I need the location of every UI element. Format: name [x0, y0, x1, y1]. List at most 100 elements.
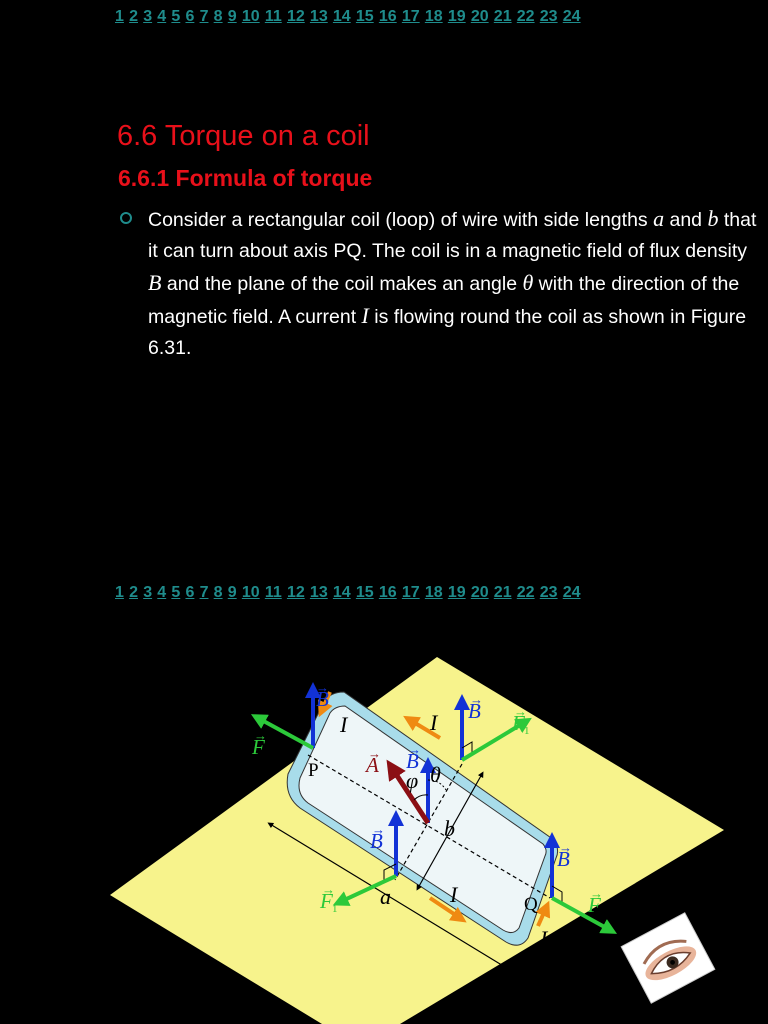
page-link-12[interactable]: 12: [286, 8, 305, 25]
page-link-19[interactable]: 19: [447, 584, 466, 601]
symbol-I: I: [361, 303, 369, 328]
page-link-11[interactable]: 11: [264, 8, 282, 25]
page-link-10[interactable]: 10: [241, 584, 260, 601]
label-B-4: B: [370, 829, 383, 853]
page-link-7[interactable]: 7: [199, 8, 209, 25]
label-F-right-arrow: →: [590, 886, 603, 901]
current-arrow-1: [317, 691, 333, 718]
angle-arc-theta: [427, 779, 447, 791]
label-I-1: I: [339, 712, 349, 737]
current-arrow-3: [428, 896, 467, 923]
page-link-22[interactable]: 22: [516, 8, 535, 25]
label-a: a: [380, 884, 391, 909]
right-angle-3: [551, 885, 563, 902]
symbol-b: b: [707, 206, 719, 231]
symbol-theta: θ: [522, 270, 534, 295]
label-phi: φ: [406, 768, 418, 793]
label-A-arrow: →: [368, 746, 381, 761]
page-link-3[interactable]: 3: [143, 8, 153, 25]
page-link-14[interactable]: 14: [332, 8, 351, 25]
page-link-2[interactable]: 2: [129, 8, 138, 25]
page-link-13[interactable]: 13: [309, 584, 328, 601]
label-b: b: [444, 816, 455, 841]
page-link-15[interactable]: 15: [355, 584, 374, 601]
right-angle-2: [383, 863, 397, 880]
label-F1-top: F: [511, 711, 525, 735]
para-text-1: Consider a rectangular coil (loop) of wi…: [148, 209, 654, 231]
page-link-18[interactable]: 18: [424, 584, 443, 601]
coil-figure: B B B B B → → → → → F F F F 1 1 → → → → …: [110, 657, 724, 1024]
dim-line-a: [267, 822, 508, 969]
page-link-24[interactable]: 24: [562, 8, 581, 25]
label-I-2: I: [429, 710, 439, 735]
page-link-5[interactable]: 5: [171, 8, 181, 25]
label-A: A: [364, 753, 379, 777]
force-arrow-F-right: [551, 896, 618, 934]
para-text-6: is flowing round the coil as shown in Fi…: [148, 306, 747, 359]
para-text-2: and: [664, 209, 708, 231]
page-link-24[interactable]: 24: [562, 584, 581, 601]
page-link-7[interactable]: 7: [199, 584, 209, 601]
label-I-3: I: [449, 882, 459, 907]
label-I-4: I: [539, 926, 549, 951]
label-B-4-arrow: →: [372, 822, 385, 837]
page-link-6[interactable]: 6: [185, 8, 195, 25]
page-link-20[interactable]: 20: [470, 584, 489, 601]
page-link-12[interactable]: 12: [286, 584, 305, 601]
symbol-B: B: [148, 270, 162, 295]
label-P: P: [308, 760, 319, 781]
page-link-1[interactable]: 1: [115, 8, 124, 25]
label-B-5: B: [557, 847, 570, 871]
page-link-16[interactable]: 16: [378, 8, 397, 25]
page-link-9[interactable]: 9: [227, 584, 237, 601]
label-F-left: F: [251, 735, 265, 759]
label-F-left-arrow: →: [254, 728, 267, 743]
page-link-14[interactable]: 14: [332, 584, 351, 601]
label-F1-bottom: F: [319, 889, 333, 913]
page-link-1[interactable]: 1: [115, 584, 124, 601]
page-link-23[interactable]: 23: [539, 8, 558, 25]
page-link-18[interactable]: 18: [424, 8, 443, 25]
page-link-22[interactable]: 22: [516, 584, 535, 601]
page-link-21[interactable]: 21: [493, 8, 512, 25]
para-text-3: that it can turn about axis PQ. The coil…: [148, 209, 757, 262]
page-link-9[interactable]: 9: [227, 8, 237, 25]
page-link-8[interactable]: 8: [213, 8, 223, 25]
page-link-15[interactable]: 15: [355, 8, 374, 25]
page-link-10[interactable]: 10: [241, 8, 260, 25]
label-F1-bottom-sub: 1: [332, 903, 338, 915]
label-theta: θ: [430, 762, 441, 787]
page-link-16[interactable]: 16: [378, 584, 397, 601]
label-Q: Q: [524, 894, 538, 915]
para-text-4: and the plane of the coil makes an angle: [161, 273, 523, 295]
body-paragraph: Consider a rectangular coil (loop) of wi…: [148, 203, 760, 364]
label-F-right: F: [587, 893, 601, 917]
page-link-13[interactable]: 13: [309, 8, 328, 25]
page-link-17[interactable]: 17: [401, 8, 420, 25]
page-link-20[interactable]: 20: [470, 8, 489, 25]
page-link-5[interactable]: 5: [171, 584, 181, 601]
label-F1-top-sub: 1: [524, 725, 530, 737]
current-arrow-2: [403, 715, 442, 740]
page-link-4[interactable]: 4: [157, 8, 167, 25]
label-B-5-arrow: →: [559, 840, 572, 855]
right-angle-1: [461, 741, 473, 754]
page-link-11[interactable]: 11: [264, 584, 282, 601]
page-link-6[interactable]: 6: [185, 584, 195, 601]
page-link-8[interactable]: 8: [213, 584, 223, 601]
page-link-21[interactable]: 21: [493, 584, 512, 601]
page-link-3[interactable]: 3: [143, 584, 153, 601]
slide-subtitle: 6.6.1 Formula of torque: [118, 165, 373, 191]
page-link-17[interactable]: 17: [401, 584, 420, 601]
page-link-4[interactable]: 4: [157, 584, 167, 601]
page-link-2[interactable]: 2: [129, 584, 138, 601]
label-B-1: B: [316, 687, 329, 711]
page-link-23[interactable]: 23: [539, 584, 558, 601]
force-arrow-F1-top: [460, 717, 532, 762]
label-B-2-arrow: →: [470, 692, 483, 707]
page-link-19[interactable]: 19: [447, 8, 466, 25]
eye-icon: [620, 912, 716, 1004]
force-arrow-F1-bottom: [332, 874, 397, 906]
